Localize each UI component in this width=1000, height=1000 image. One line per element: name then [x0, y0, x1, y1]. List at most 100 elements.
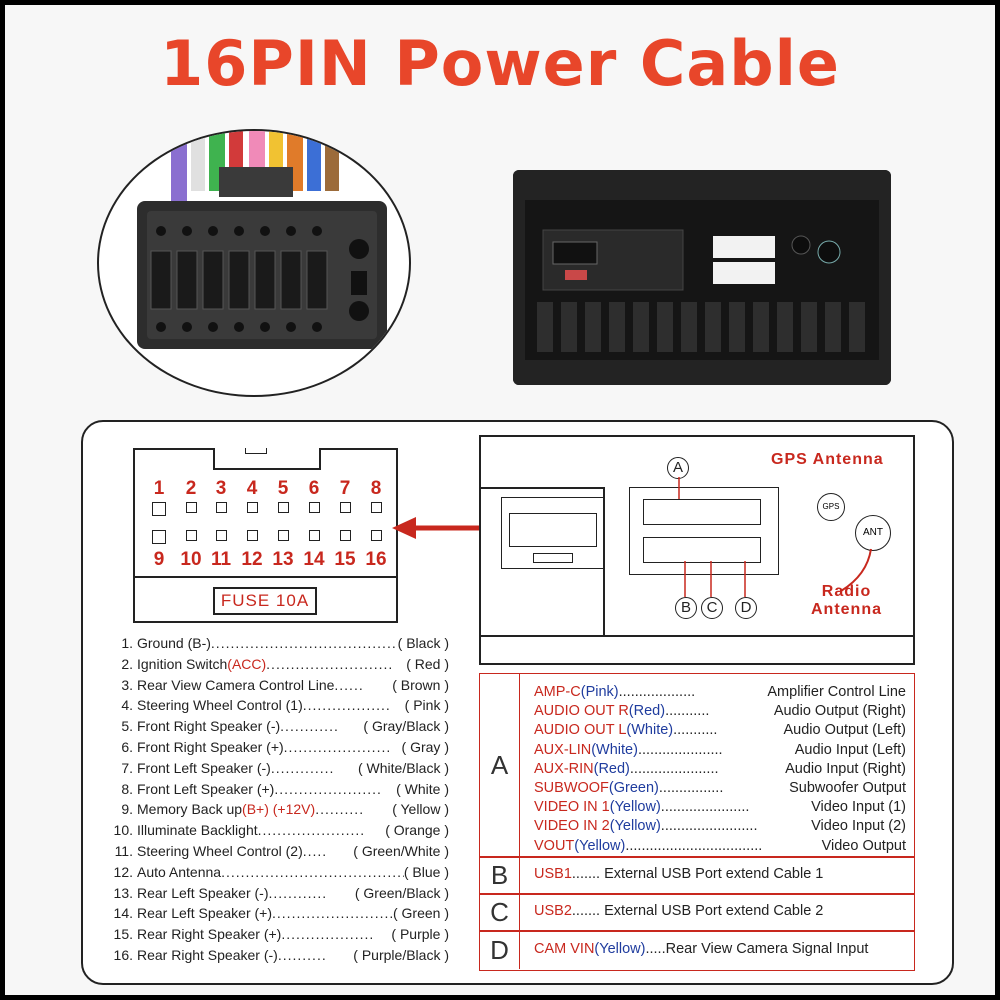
- port-row-a: VIDEO IN 2 (Yellow).....................…: [534, 818, 906, 834]
- port-row-a: AUDIO OUT L (White)...........Audio Outp…: [534, 722, 906, 738]
- port-c-name: USB2: [534, 903, 572, 919]
- port-row-c: USB2 ....... External USB Port extend Ca…: [534, 903, 906, 919]
- wire-color: ( Pink ): [404, 697, 449, 714]
- port-row-a: AUX-LIN (White).....................Audi…: [534, 742, 906, 758]
- port-a-color: (Pink): [580, 684, 619, 700]
- wire-name: Memory Back up: [137, 801, 243, 818]
- power-port-tab: [533, 553, 573, 563]
- wire-name: Steering Wheel Control (1): [137, 697, 303, 714]
- wire-highlight: (ACC): [227, 655, 267, 672]
- wire-row: 2.Ignition Switch (ACC).................…: [109, 656, 449, 677]
- wire-name: Rear Right Speaker (+): [137, 926, 282, 943]
- head-unit-diagram: GPS Antenna GPS ANT Radio Antenna A B C …: [479, 435, 915, 665]
- port-a-dots: ........................: [660, 818, 758, 835]
- port-a-color: (White): [626, 722, 674, 739]
- port-table: A B C D USB1 ....... External USB Port e…: [479, 673, 915, 971]
- pin-contact: [247, 502, 258, 513]
- unit-left-vline: [603, 487, 605, 635]
- page-title: 16PIN Power Cable: [160, 27, 840, 100]
- wire-num: 13.: [113, 884, 133, 901]
- wire-color: ( White ): [396, 780, 449, 797]
- wire-color: ( Green/Black ): [354, 884, 449, 901]
- wire-dots: ......: [334, 676, 364, 693]
- pin-contact: [216, 502, 227, 513]
- wire-num: 4.: [121, 697, 133, 714]
- port-row-a: AUX-RIN (Red)......................Audio…: [534, 761, 906, 777]
- wire-row: 4.Steering Wheel Control (1)............…: [109, 697, 449, 718]
- wire-dots: .............: [270, 759, 335, 776]
- port-a-dots: ......................: [629, 760, 719, 777]
- port-c-desc: ....... External USB Port extend Cable 2: [571, 903, 824, 919]
- wire-row: 11.Steering Wheel Control (2).....( Gree…: [109, 843, 449, 864]
- connector-notch: [245, 448, 267, 454]
- pin-contact: [278, 530, 289, 541]
- callout-b: B: [675, 597, 697, 619]
- pin-number: 9: [153, 549, 165, 570]
- port-b-name: USB1: [534, 866, 572, 882]
- wire-row: 8.Front Left Speaker (+) ...............…: [109, 781, 449, 802]
- port-a-port: VIDEO IN 2: [534, 818, 610, 835]
- pin-contact: [340, 530, 351, 541]
- wire-name: Rear Left Speaker (+): [137, 905, 273, 922]
- port-bcd-outline: [643, 537, 761, 563]
- wire-row: 9.Memory Back up (B+) (+12V)..........( …: [109, 801, 449, 822]
- connector-diagram: [133, 448, 398, 623]
- connector-illustration: [137, 131, 387, 349]
- callout-a: A: [667, 457, 689, 479]
- wire-num: 9.: [121, 801, 133, 818]
- wire-color: ( Gray ): [401, 738, 449, 755]
- power-port-inner: [509, 513, 597, 547]
- fuse-label: FUSE 10A: [213, 587, 317, 615]
- port-a-color: (Green): [608, 780, 659, 796]
- wire-name: Illuminate Backlight: [137, 822, 258, 839]
- port-a-dots: ................: [658, 780, 724, 796]
- head-unit-illustration: [513, 170, 891, 385]
- port-d-desc: .....Rear View Camera Signal Input: [645, 941, 869, 957]
- port-a-port: AUDIO OUT R: [534, 703, 629, 720]
- port-a-port: AMP-C: [534, 684, 581, 700]
- wire-name: Steering Wheel Control (2): [137, 842, 303, 859]
- port-letter-a: A: [480, 674, 520, 856]
- wire-name: Ignition Switch: [137, 655, 228, 672]
- pin-contact: [340, 502, 351, 513]
- wire-color: ( Blue ): [403, 863, 449, 880]
- wire-num: 1.: [121, 635, 133, 651]
- port-a-dots: ......................: [660, 799, 750, 816]
- wire-num: 3.: [121, 676, 133, 693]
- wire-name: Rear Left Speaker (-): [137, 884, 269, 901]
- port-a-port: VOUT: [534, 837, 575, 854]
- pin-number: 15: [334, 549, 356, 570]
- wire-num: 11.: [114, 842, 133, 859]
- port-row-d: CAM VIN (Yellow) .....Rear View Camera S…: [534, 941, 906, 957]
- port-a-port: SUBWOOF: [534, 780, 609, 796]
- port-a-port: AUX-LIN: [534, 741, 592, 758]
- ant-wire: [840, 548, 872, 592]
- port-d-name: CAM VIN: [534, 941, 595, 957]
- port-row-a: AMP-C (Pink)...................Amplifier…: [534, 684, 906, 700]
- wire-name: Auto Antenna: [137, 863, 222, 880]
- wire-num: 7.: [121, 759, 133, 776]
- port-block: [629, 487, 779, 575]
- wire-num: 10.: [113, 822, 133, 839]
- port-a-desc: Video Output: [821, 837, 906, 854]
- head-unit-photo: [513, 170, 891, 385]
- pin-number: 2: [185, 478, 197, 499]
- port-a-port: AUX-RIN: [534, 760, 594, 777]
- wire-row: 13.Rear Left Speaker (-) ............( G…: [109, 885, 449, 906]
- wire-list: 1.Ground (B-)...........................…: [109, 635, 449, 968]
- wire-color: ( Black ): [397, 635, 449, 651]
- unit-bottom-line: [481, 635, 913, 637]
- wire-dots: .......................................: [210, 635, 398, 651]
- wire-dots: ..........: [315, 801, 365, 818]
- pin-contact: [186, 530, 197, 541]
- wire-row: 12.Auto Antenna.........................…: [109, 864, 449, 885]
- wire-dots: ............: [280, 718, 339, 735]
- port-a-desc: Audio Input (Right): [785, 760, 906, 777]
- wire-highlight: (B+) (+12V): [242, 801, 316, 818]
- wire-name: Front Left Speaker (-): [137, 759, 271, 776]
- wire-color: ( Red ): [406, 655, 449, 672]
- pin-contact: [152, 530, 166, 544]
- wire-dots: ..........................: [266, 655, 394, 672]
- port-row-a: VOUT (Yellow)...........................…: [534, 838, 906, 854]
- power-port-outline: [501, 497, 605, 569]
